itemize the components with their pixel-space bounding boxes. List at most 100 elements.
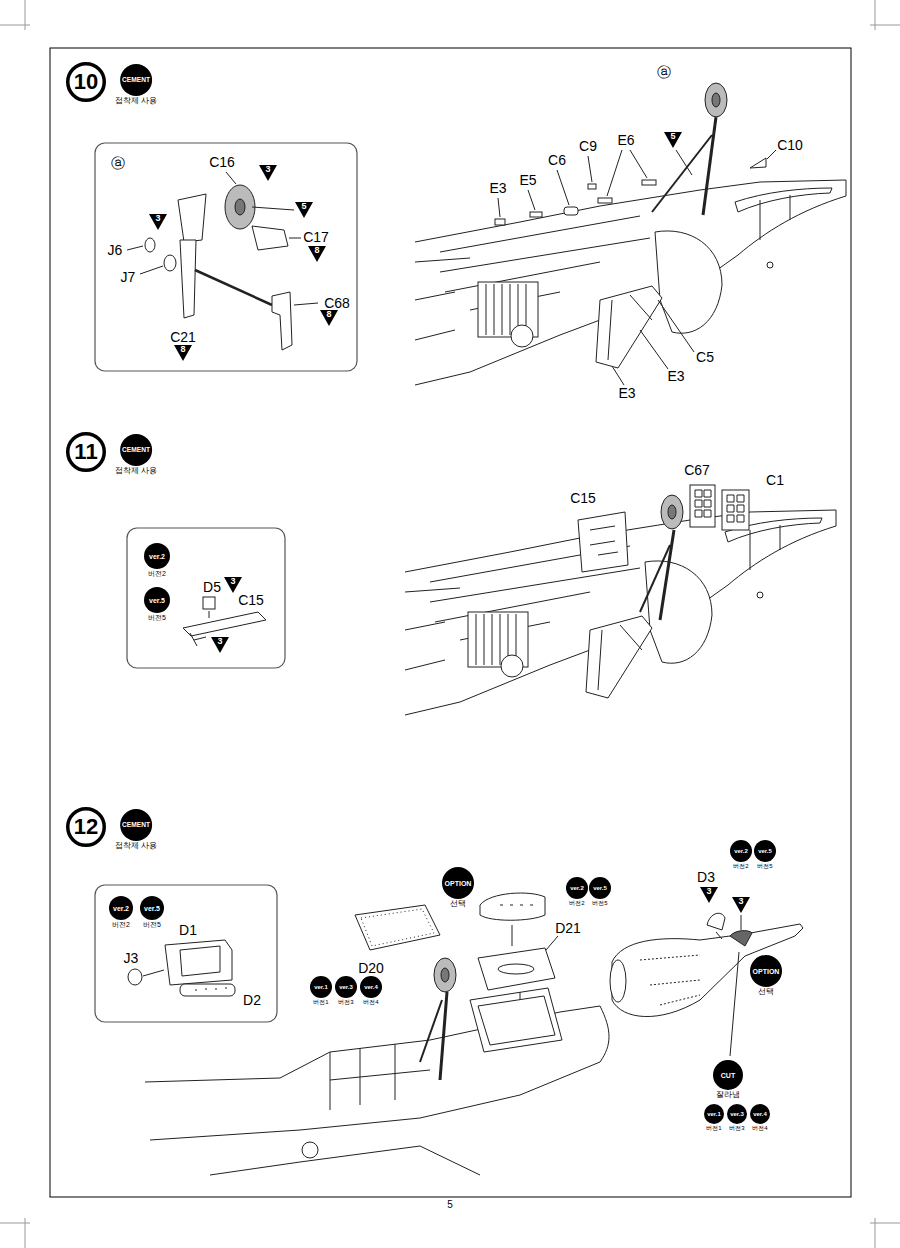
callout-number: 5 xyxy=(295,202,313,218)
badge-text: 5 xyxy=(301,202,306,211)
badge-text: CEMENT xyxy=(122,447,150,454)
badge-text: ver.2 xyxy=(149,553,165,560)
badge-caption: 버전3 xyxy=(338,999,353,1005)
badge-circle: ver.1 버전1 xyxy=(704,1104,724,1131)
circle-mark xyxy=(140,896,164,920)
step-number: 12 xyxy=(66,807,106,847)
badge-text: ver.1 xyxy=(707,1111,721,1117)
badge-circle: ver.2 버전2 xyxy=(730,840,752,869)
triangle-mark xyxy=(259,165,277,181)
badge-circle: ver.1버전1 xyxy=(310,976,332,1005)
part-label: ⓐ xyxy=(110,156,126,170)
badge-caption: 버전4 xyxy=(363,999,378,1005)
badge-caption: 버전5 xyxy=(592,900,607,906)
badge-circle: ver.5 버전5 xyxy=(589,877,611,906)
badge-text: 3 xyxy=(217,637,222,646)
callout-number: 3 xyxy=(224,577,242,593)
circle-mark xyxy=(589,877,611,899)
badge-caption: 선택 xyxy=(450,900,466,908)
circle-mark xyxy=(120,64,152,96)
badge-text: ver.3 xyxy=(339,984,353,990)
badge-caption: 버전4 xyxy=(752,1125,767,1131)
part-label: J7 xyxy=(120,270,137,284)
circle-mark xyxy=(335,976,357,998)
part-label: D20 xyxy=(357,961,385,975)
badge-caption: 버전1 xyxy=(706,1125,721,1131)
badge-text: CUT xyxy=(721,1072,735,1079)
circle-mark xyxy=(750,1104,770,1124)
triangle-mark xyxy=(149,214,167,230)
badge-text: 8 xyxy=(314,246,319,255)
step-number: 11 xyxy=(66,432,106,472)
circle-mark xyxy=(310,976,332,998)
badge-caption: 선택 xyxy=(758,988,774,996)
part-label: C17 xyxy=(302,230,330,244)
circle-mark xyxy=(442,867,474,899)
badge-text: 10 xyxy=(74,71,98,93)
callout-number: 3 xyxy=(732,897,750,913)
part-label: D2 xyxy=(242,993,262,1007)
badge-caption: 버전2 xyxy=(148,570,166,577)
triangle-mark xyxy=(295,202,313,218)
badge-text: ver.1 xyxy=(314,984,328,990)
circle-mark xyxy=(68,809,105,846)
circle-mark xyxy=(727,1104,747,1124)
badge-circle: ver.4버전4 xyxy=(360,976,382,1005)
circle-mark xyxy=(68,64,105,101)
badge-circle: ver.3버전3 xyxy=(727,1104,747,1131)
step12-parts xyxy=(145,893,803,1175)
badge-caption: 접착제 사용 xyxy=(115,842,157,850)
part-label: C15 xyxy=(237,593,265,607)
badge-text: 5 xyxy=(670,132,675,141)
badge-circle: ver.4버전4 xyxy=(750,1104,770,1131)
badge-circle: ver.5 버전5 xyxy=(754,840,776,869)
badge-caption: 버전5 xyxy=(143,921,161,928)
callout-number: 8 xyxy=(320,310,338,326)
badge-text: 12 xyxy=(74,816,98,838)
circle-mark xyxy=(750,955,782,987)
badge-text: 3 xyxy=(265,165,270,174)
part-label: E5 xyxy=(518,173,537,187)
badge-text: 3 xyxy=(738,897,743,906)
part-label: E6 xyxy=(616,133,635,147)
badge-caption: 버전5 xyxy=(148,614,166,621)
step11-parts xyxy=(578,485,749,620)
badge-text: 3 xyxy=(706,887,711,896)
part-label: 5 xyxy=(446,1200,454,1210)
badge-circle: CUT 잘라냄 xyxy=(713,1060,743,1099)
badge-circle: ver.2 버전2 xyxy=(144,543,170,577)
badge-caption: 버전2 xyxy=(569,900,584,906)
circle-mark xyxy=(754,840,776,862)
circle-mark xyxy=(360,976,382,998)
step-number: 10 xyxy=(66,62,106,102)
part-label: C6 xyxy=(547,153,567,167)
part-label: D5 xyxy=(202,580,222,594)
badge-circle: CEMENT접착제 사용 xyxy=(114,434,158,475)
badge-text: CEMENT xyxy=(122,77,150,84)
badge-caption: 버전3 xyxy=(729,1125,744,1131)
part-label: C21 xyxy=(169,330,197,344)
callout-number: 5 xyxy=(664,132,682,148)
circle-mark xyxy=(713,1060,743,1090)
triangle-mark xyxy=(211,637,229,653)
badge-text: ver.2 xyxy=(734,848,748,854)
badge-text: OPTION xyxy=(445,880,472,887)
badge-caption: 버전2 xyxy=(733,863,748,869)
badge-caption: 잘라냄 xyxy=(716,1091,740,1099)
part-label: J6 xyxy=(107,243,124,257)
circle-mark xyxy=(120,809,152,841)
badge-text: 8 xyxy=(326,310,331,319)
circle-mark xyxy=(120,434,152,466)
step12-inset-parts xyxy=(128,940,235,996)
badge-text: ver.5 xyxy=(593,885,607,891)
badge-caption: 버전5 xyxy=(757,863,772,869)
badge-text: ver.5 xyxy=(144,905,160,912)
badge-text: 8 xyxy=(180,345,185,354)
inset-frames xyxy=(95,143,357,1022)
part-label: C1 xyxy=(765,473,785,487)
circle-mark xyxy=(144,587,170,613)
badge-text: ver.5 xyxy=(758,848,772,854)
badge-text: 3 xyxy=(230,577,235,586)
